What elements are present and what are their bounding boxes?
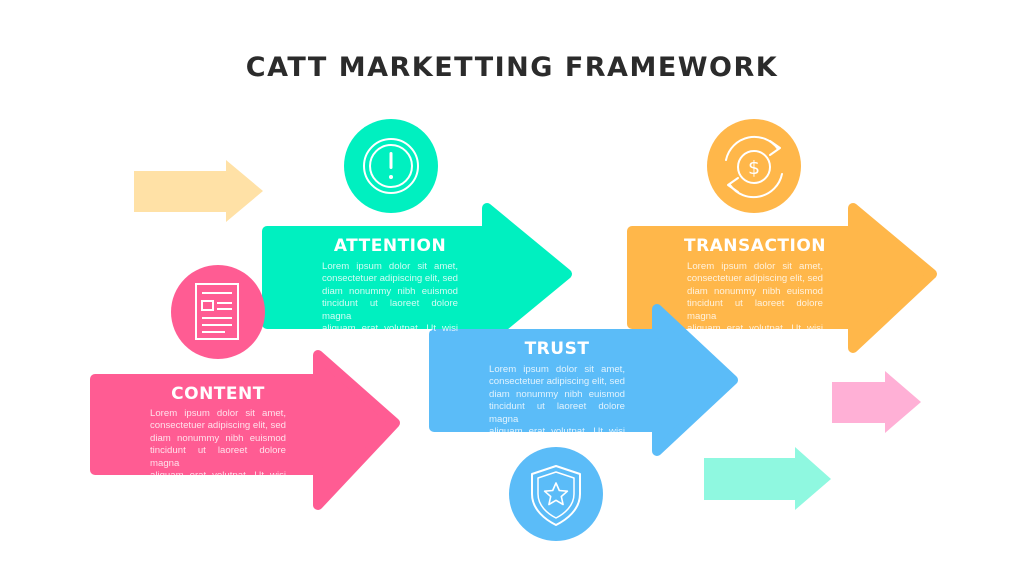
stage-title: CONTENT [171, 384, 265, 404]
stage-description: Lorem ipsum dolor sit amet, consectetuer… [322, 261, 458, 335]
stage-attention: ATTENTION Lorem ipsum dolor sit amet, co… [322, 232, 458, 334]
decor-arrow-pink [832, 371, 921, 433]
stage-description: Lorem ipsum dolor sit amet, consectetuer… [150, 408, 286, 482]
description-line: aliquam erat volutpat. Ut wisi [322, 323, 458, 335]
description-line: consectetuer adipiscing elit, sed [489, 376, 625, 388]
description-line: aliquam erat volutpat. Ut wisi [687, 323, 823, 335]
description-line: consectetuer adipiscing elit, sed [322, 273, 458, 285]
description-line: Lorem ipsum dolor sit amet, [150, 408, 286, 419]
alert-icon [344, 119, 438, 213]
description-line: consectetuer adipiscing elit, sed [150, 420, 286, 432]
stage-title: ATTENTION [333, 236, 447, 256]
stage-title: TRUST [524, 339, 590, 359]
description-line: tincidunt ut laoreet dolore magna [322, 298, 458, 322]
description-line: aliquam erat volutpat. Ut wisi [150, 470, 286, 482]
dollar-exchange-icon: $ [707, 119, 801, 213]
description-line: diam nonummy nibh euismod [489, 388, 625, 400]
description-line: diam nonummy nibh euismod [687, 285, 823, 297]
description-line: diam nonummy nibh euismod [150, 432, 286, 444]
description-line: Lorem ipsum dolor sit amet, [322, 261, 458, 272]
document-icon [171, 265, 265, 359]
decor-arrow-teal [704, 447, 831, 510]
arrow-content [90, 350, 400, 510]
description-line: tincidunt ut laoreet dolore magna [687, 298, 823, 322]
decor-arrow-orange [134, 160, 263, 222]
shield-star-icon [509, 447, 603, 541]
description-line: diam nonummy nibh euismod [322, 285, 458, 297]
arrow-trust [429, 304, 738, 456]
description-line: aliquam erat volutpat. Ut wisi [489, 426, 625, 438]
stage-title: TRANSACTION [683, 236, 827, 256]
stage-description: Lorem ipsum dolor sit amet, consectetuer… [687, 261, 823, 335]
stage-content: CONTENT Lorem ipsum dolor sit amet, cons… [150, 380, 286, 481]
stage-transaction: TRANSACTION Lorem ipsum dolor sit amet, … [684, 232, 826, 334]
svg-text:$: $ [748, 157, 760, 179]
description-line: consectetuer adipiscing elit, sed [687, 273, 823, 285]
description-line: Lorem ipsum dolor sit amet, [687, 261, 823, 272]
description-line: tincidunt ut laoreet dolore magna [489, 401, 625, 425]
description-line: tincidunt ut laoreet dolore magna [150, 445, 286, 469]
arrow-attention [262, 203, 572, 345]
stage-description: Lorem ipsum dolor sit amet, consectetuer… [489, 364, 625, 438]
page-title: CATT MARKETTING FRAMEWORK [245, 52, 779, 83]
stage-trust: TRUST Lorem ipsum dolor sit amet, consec… [489, 336, 625, 437]
description-line: Lorem ipsum dolor sit amet, [489, 364, 625, 375]
